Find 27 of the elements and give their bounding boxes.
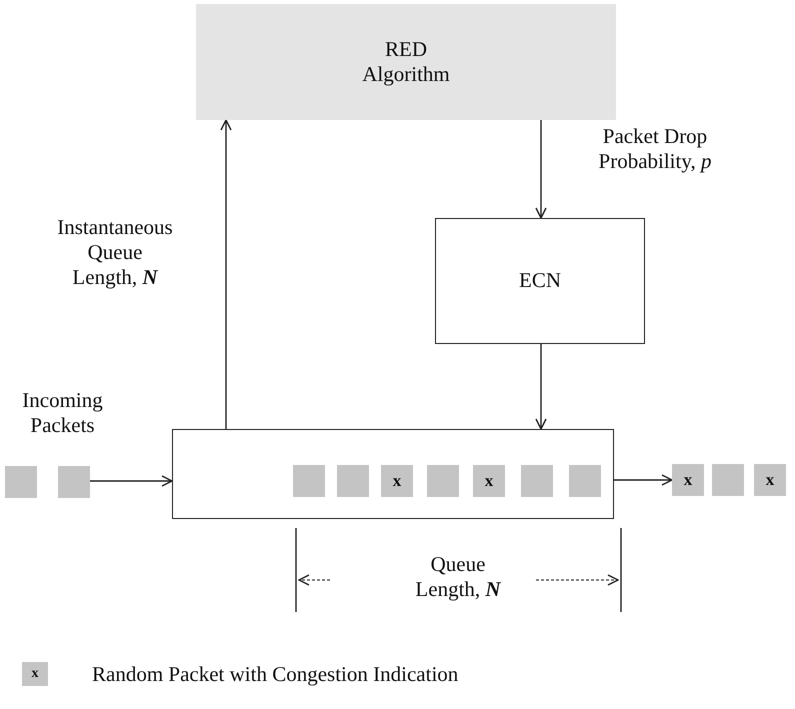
arrow [535, 344, 547, 430]
arrow [220, 119, 232, 429]
packet-square [672, 464, 704, 496]
packet-square [521, 465, 553, 497]
node-label: RED Algorithm [361, 36, 451, 88]
arrow [90, 475, 173, 487]
packet-square [569, 465, 601, 497]
congestion-mark: x [392, 470, 402, 492]
packet-square [337, 465, 369, 497]
arrow [614, 474, 673, 486]
packet-square [5, 466, 37, 498]
packet-square [712, 464, 744, 496]
congestion-mark: x [32, 666, 38, 682]
packet-square [58, 466, 90, 498]
process-box [435, 218, 645, 344]
packet-square [427, 465, 459, 497]
congestion-mark: x [766, 470, 774, 490]
queue-box [172, 429, 614, 519]
packet-square [293, 465, 325, 497]
arrow [535, 120, 547, 219]
node-label: ECN [519, 268, 561, 294]
congestion-mark: x [684, 470, 692, 490]
process-box [196, 4, 616, 120]
packet-square [381, 465, 413, 497]
packet-square [473, 465, 505, 497]
congestion-mark: x [484, 470, 494, 492]
packet-square [754, 464, 786, 496]
